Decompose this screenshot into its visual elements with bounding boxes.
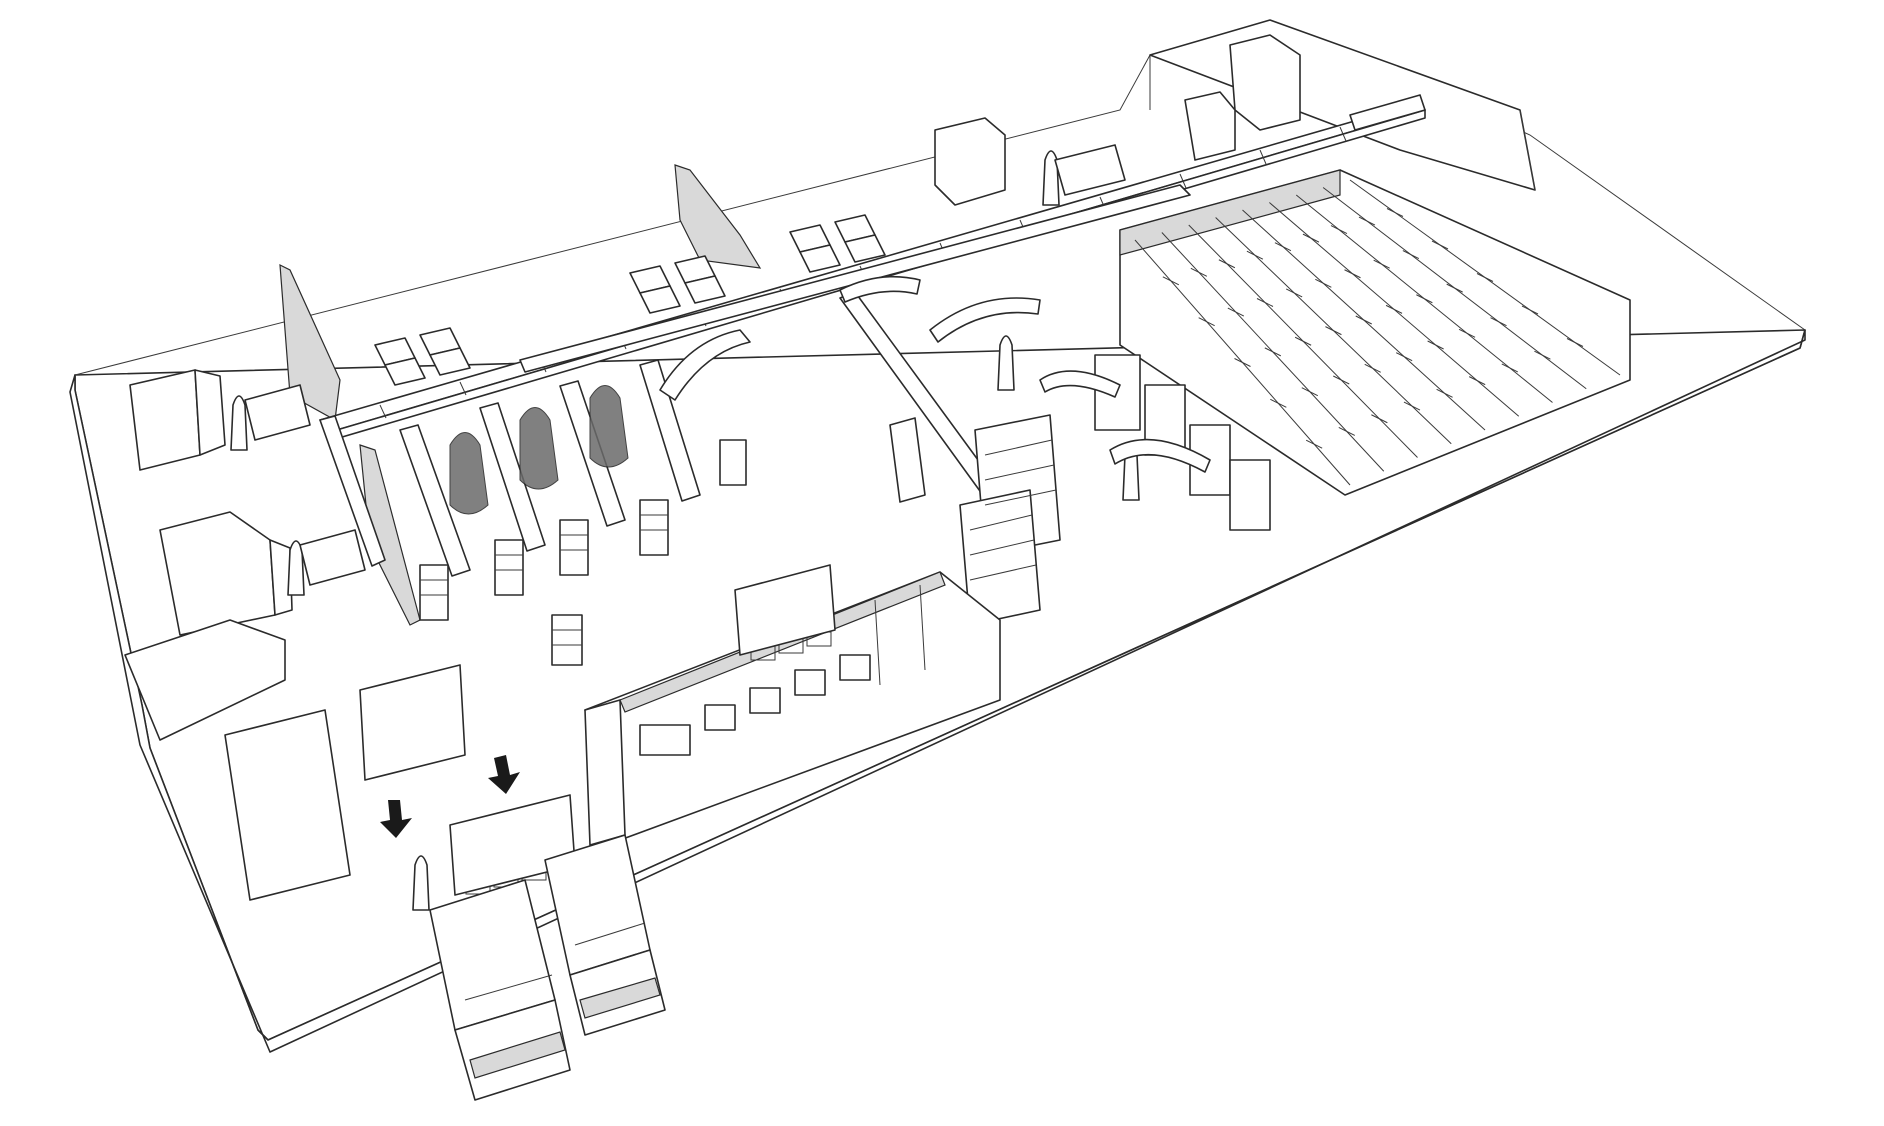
rack-shelf (1344, 269, 1361, 279)
rack-shelf (1385, 304, 1403, 314)
rack-shelf (1355, 315, 1372, 325)
rack-shelf (1490, 317, 1507, 327)
arrow-down-icon (380, 800, 412, 838)
rack-shelf (1521, 305, 1539, 315)
rack-shelf (1358, 216, 1376, 226)
rack-shelf (1436, 388, 1453, 398)
rack-shelf (1333, 375, 1350, 385)
rack-shelf (1274, 242, 1292, 252)
rack-shelf (1364, 363, 1381, 373)
roll-containers (419, 439, 747, 666)
rack-shelf (1403, 401, 1421, 411)
rack-shelf (1264, 347, 1282, 357)
loading-docks (429, 834, 666, 1101)
rack-shelf (1218, 259, 1236, 269)
rack-shelf (1234, 358, 1251, 367)
rack-shelf (1162, 276, 1180, 286)
rack-shelf (1305, 439, 1323, 449)
rack-shelf (1301, 387, 1319, 397)
rack-shelf (1325, 326, 1342, 336)
rack-shelf (1416, 294, 1433, 304)
rack-shelf (1302, 233, 1320, 243)
main-conveyor (319, 104, 1426, 567)
rack-shelf (1373, 259, 1390, 269)
pallet-staging (224, 564, 836, 901)
rack-shelf (1198, 317, 1215, 327)
rack-shelf (1446, 283, 1463, 293)
rack-shelf (1458, 328, 1476, 338)
office-building (584, 571, 1001, 846)
rack-shelf (1338, 427, 1355, 436)
rack-shelf (1395, 352, 1413, 362)
tall-racks (889, 414, 1061, 626)
rack-shelf (1566, 338, 1584, 347)
left-buildings (124, 164, 762, 741)
rack-shelf (1402, 250, 1420, 260)
rack-shelf (1246, 250, 1264, 260)
rack-shelf (1371, 414, 1388, 424)
rack-shelf (1386, 208, 1404, 217)
rack-shelf (1270, 398, 1287, 408)
rack-shelf (1431, 240, 1449, 250)
branch-conveyors (399, 275, 1041, 577)
rack-shelf (1476, 273, 1494, 282)
rack-shelf (1294, 336, 1312, 346)
truck-left (429, 879, 571, 1101)
rack-shelf (1534, 350, 1551, 360)
rack-shelf (1285, 288, 1303, 298)
back-equipment (934, 34, 1426, 206)
rack-shelf (1190, 267, 1208, 277)
rack-shelf (1227, 307, 1245, 317)
automated-storage-racks (1039, 169, 1631, 531)
rack-shelf (1315, 278, 1332, 288)
packing-workstations (230, 144, 1140, 911)
rack-shelf (1427, 340, 1444, 350)
rack-shelf (1468, 376, 1486, 386)
rack-shelf (1256, 298, 1274, 307)
arrow-down-icon (488, 755, 520, 794)
direction-arrows (380, 755, 520, 838)
truck-right (544, 834, 666, 1036)
rack-shelf (1330, 225, 1348, 235)
rack-shelf (1501, 363, 1519, 373)
